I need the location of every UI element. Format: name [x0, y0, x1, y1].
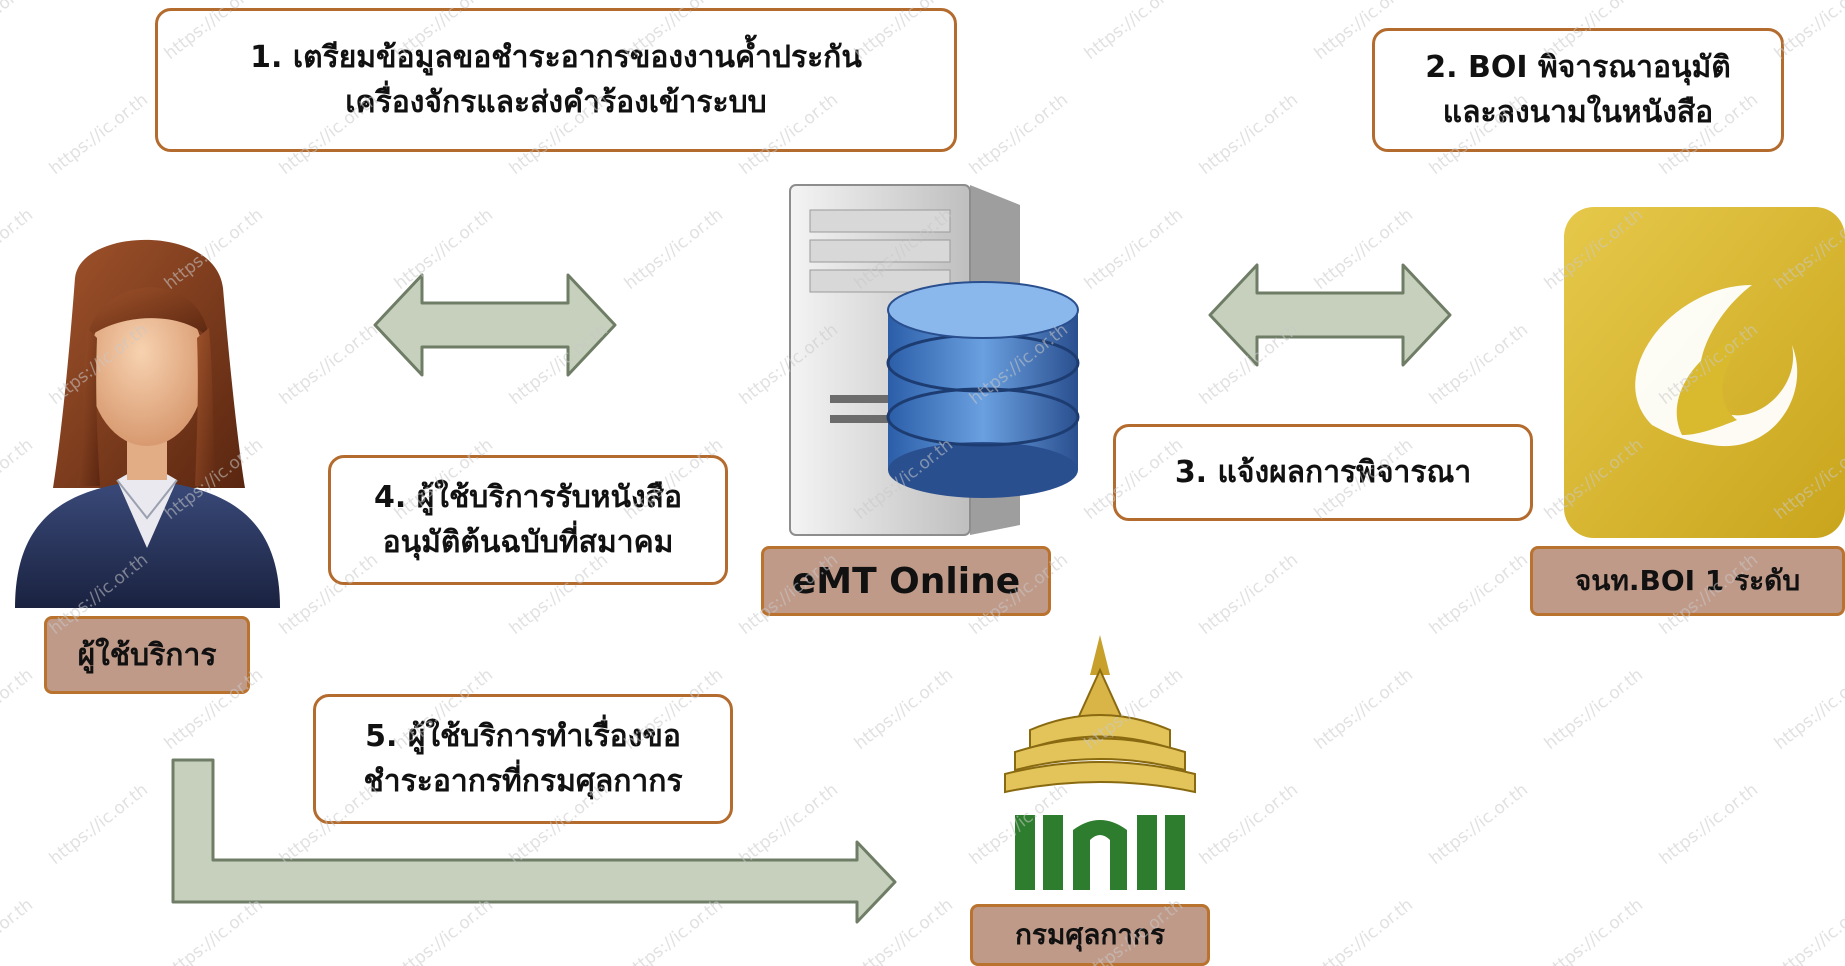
watermark-text: https://ic.or.th: [1541, 895, 1647, 966]
step-1-box: 1. เตรียมข้อมูลขอชำระอากรของงานค้ำประกัน…: [155, 8, 957, 152]
elbow-arrow-user-customs: [171, 758, 897, 924]
watermark-text: https://ic.or.th: [1196, 90, 1302, 179]
watermark-text: https://ic.or.th: [1081, 205, 1187, 294]
boi-logo-icon: [1564, 207, 1845, 538]
watermark-text: https://ic.or.th: [0, 0, 37, 64]
watermark-text: https://ic.or.th: [1426, 550, 1532, 639]
step-2-line-2: และลงนามในหนังสือ: [1442, 95, 1714, 130]
watermark-text: https://ic.or.th: [1196, 550, 1302, 639]
watermark-text: https://ic.or.th: [0, 665, 37, 754]
step-2-line-1: 2. BOI พิจารณาอนุมัติ: [1425, 50, 1731, 85]
step-5-line-2: ชำระอากรที่กรมศุลกากร: [363, 764, 683, 799]
step-3-line-1: 3. แจ้งผลการพิจารณา: [1174, 455, 1472, 490]
server-database-icon: [789, 184, 1080, 536]
user-avatar-icon: [15, 239, 280, 608]
boi-label: จนท.BOI 1 ระดับ: [1530, 546, 1845, 616]
customs-emblem-icon: [985, 630, 1215, 900]
step-5-line-1: 5. ผู้ใช้บริการทำเรื่องขอ: [365, 719, 681, 754]
system-label: eMT Online: [761, 546, 1051, 616]
step-4-line-2: อนุมัติต้นฉบับที่สมาคม: [382, 525, 674, 560]
watermark-text: https://ic.or.th: [621, 205, 727, 294]
watermark-text: https://ic.or.th: [851, 665, 957, 754]
step-1-line-2: เครื่องจักรและส่งคำร้องเข้าระบบ: [345, 85, 767, 120]
user-label: ผู้ใช้บริการ: [44, 616, 250, 694]
customs-label: กรมศุลกากร: [970, 904, 1210, 966]
watermark-text: https://ic.or.th: [1771, 895, 1845, 966]
double-arrow-system-boi: [1208, 263, 1452, 367]
watermark-text: https://ic.or.th: [1311, 665, 1417, 754]
watermark-text: https://ic.or.th: [1656, 780, 1762, 869]
step-2-box: 2. BOI พิจารณาอนุมัติ และลงนามในหนังสือ: [1372, 28, 1784, 152]
double-arrow-user-system: [373, 273, 617, 377]
step-4-box: 4. ผู้ใช้บริการรับหนังสือ อนุมัติต้นฉบับ…: [328, 455, 728, 585]
watermark-text: https://ic.or.th: [1311, 895, 1417, 966]
watermark-text: https://ic.or.th: [46, 90, 152, 179]
watermark-text: https://ic.or.th: [0, 895, 37, 966]
step-3-box: 3. แจ้งผลการพิจารณา: [1113, 424, 1533, 521]
watermark-text: https://ic.or.th: [1771, 665, 1845, 754]
watermark-text: https://ic.or.th: [1426, 780, 1532, 869]
step-1-line-1: 1. เตรียมข้อมูลขอชำระอากรของงานค้ำประกัน: [250, 40, 862, 75]
watermark-text: https://ic.or.th: [276, 320, 382, 409]
step-4-line-1: 4. ผู้ใช้บริการรับหนังสือ: [374, 480, 682, 515]
watermark-text: https://ic.or.th: [46, 780, 152, 869]
watermark-text: https://ic.or.th: [1541, 665, 1647, 754]
step-5-box: 5. ผู้ใช้บริการทำเรื่องขอ ชำระอากรที่กรม…: [313, 694, 733, 824]
watermark-text: https://ic.or.th: [1081, 0, 1187, 64]
